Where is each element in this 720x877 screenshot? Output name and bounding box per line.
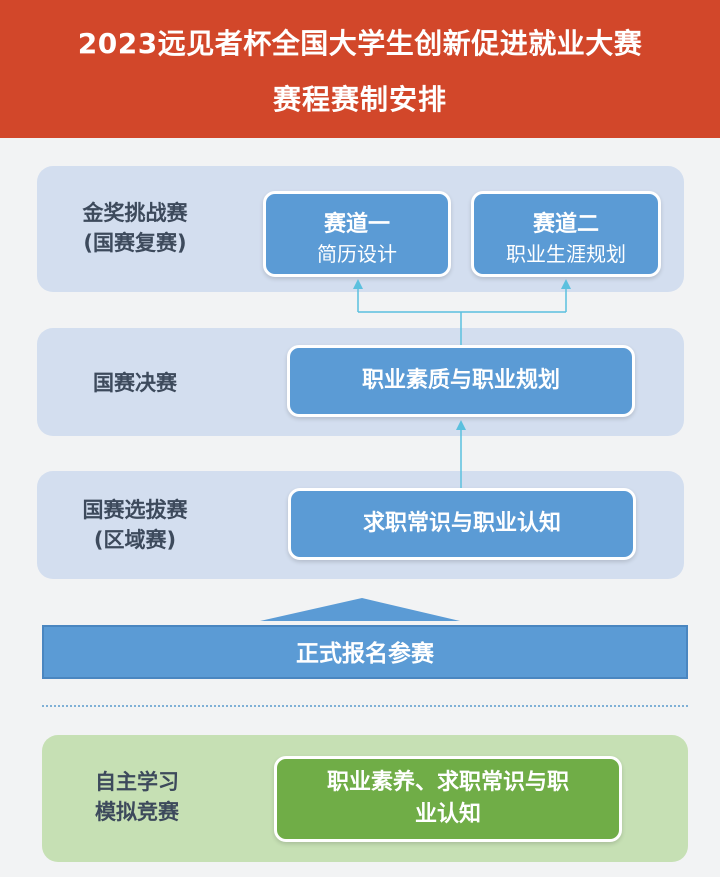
practice-label-line1: 自主学习 [95,770,179,794]
gold-label-line2: (国赛复赛) [83,231,187,255]
registration-bar: 正式报名参赛 [42,625,688,679]
national-final-box: 职业素质与职业规划 [287,345,635,417]
registration-triangle [260,598,460,621]
practice-label-line2: 模拟竞赛 [95,800,179,824]
gold-challenge-label: 金奖挑战赛 (国赛复赛) [50,198,220,258]
practice-label: 自主学习 模拟竞赛 [62,767,212,827]
practice-box: 职业素养、求职常识与职 业认知 [274,756,622,842]
track-two-title: 赛道二 [532,212,599,237]
track-two-sub: 职业生涯规划 [506,242,626,266]
selection-box: 求职常识与职业认知 [288,488,636,560]
page-header: 2023远见者杯全国大学生创新促进就业大赛 赛程赛制安排 [0,0,720,138]
gold-label-line1: 金奖挑战赛 [82,201,188,225]
dotted-divider [42,705,688,707]
selection-label: 国赛选拔赛 (区域赛) [50,495,220,555]
selection-label-line1: 国赛选拔赛 [82,498,188,522]
track-one-box: 赛道一 简历设计 [263,191,451,277]
track-one-sub: 简历设计 [317,242,397,266]
selection-label-line2: (区域赛) [93,528,177,552]
national-final-label: 国赛决赛 [93,371,177,395]
track-one-title: 赛道一 [323,212,390,237]
practice-box-line1: 职业素养、求职常识与职 [326,770,569,795]
title-line-1: 2023远见者杯全国大学生创新促进就业大赛 [77,27,643,60]
practice-box-line2: 业认知 [414,802,481,827]
title-line-2: 赛程赛制安排 [272,83,447,116]
track-two-box: 赛道二 职业生涯规划 [471,191,661,277]
